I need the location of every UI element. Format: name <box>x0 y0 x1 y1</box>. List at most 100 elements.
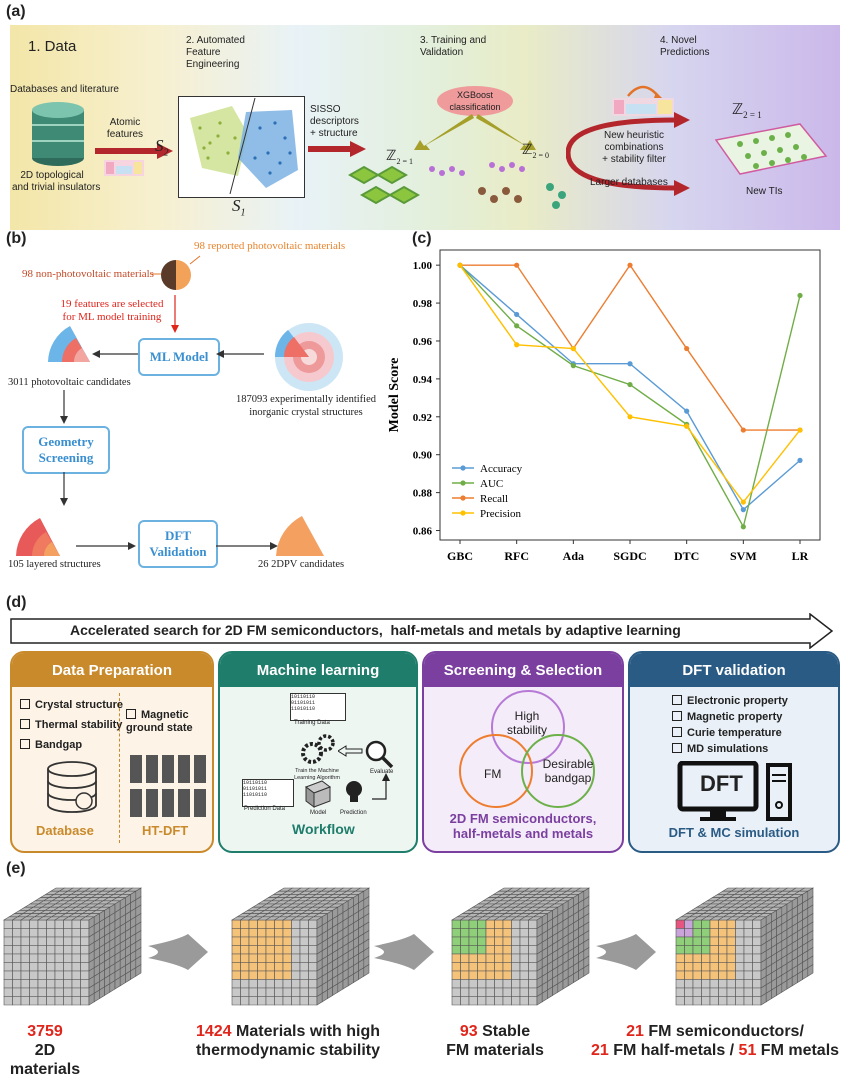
data-point-precision <box>514 342 520 348</box>
database-cylinder-icon <box>32 102 84 166</box>
cube-stage4-front-cell <box>692 945 702 955</box>
cube-stage4-front-cell <box>752 945 762 955</box>
cube-stage1-front-cell <box>3 936 13 946</box>
data-preparation-box: Data Preparation Crystal structure Therm… <box>10 651 214 853</box>
arrow-down-layered-icon <box>60 472 68 506</box>
cube-stage3-front-cell <box>511 919 521 929</box>
cube-stage3-front-cell <box>485 970 495 980</box>
cube-stage4-front-cell <box>701 936 711 946</box>
cube-stage3-front-cell <box>511 987 521 997</box>
cube-stage4-front-cell <box>726 987 736 997</box>
cube-stage1-front-cell <box>63 979 73 989</box>
cube-stage4-front-cell <box>709 979 719 989</box>
cube-stage4-front-cell <box>692 936 702 946</box>
cube-stage2-front-cell <box>265 996 275 1006</box>
cube-stage1-front-cell <box>20 936 30 946</box>
legend-marker-accuracy <box>460 465 466 471</box>
arrow-dft-to-dpv-icon <box>216 542 278 550</box>
cube-stage4-front-cell <box>743 945 753 955</box>
new-tis-label: New TIs <box>746 186 783 197</box>
legend-label-accuracy: Accuracy <box>480 463 523 475</box>
cube-stage3-front-cell <box>451 945 461 955</box>
xgboost-split-arrows-icon <box>414 114 536 150</box>
step2-label: 2. Automated Feature Engineering <box>186 35 245 70</box>
cube-stage4-front-cell <box>735 928 745 938</box>
cube-stage1-front-cell <box>37 979 47 989</box>
atomic-features-label: Atomic features <box>106 117 144 140</box>
arrow-crystals-to-ml-icon <box>216 350 264 358</box>
cube-stage1-side-cell <box>135 963 142 977</box>
cube-stage2-front-cell <box>265 979 275 989</box>
cube-stage3-front-cell <box>468 928 478 938</box>
cube-stage2-front-cell <box>308 945 318 955</box>
y-tick-label: 0.98 <box>413 298 433 310</box>
cube-stage1-front-cell <box>12 919 22 929</box>
evaluate-magnifier-icon <box>365 740 394 769</box>
server-racks-icon <box>130 755 206 817</box>
cube-stage1-front-cell <box>63 987 73 997</box>
cube-stage2-front-cell <box>240 953 250 963</box>
item-thermal-stability: Thermal stability <box>20 719 122 731</box>
data-point-auc <box>570 363 576 369</box>
cube-stage4-front-cell <box>684 919 694 929</box>
data-preparation-title: Data Preparation <box>12 653 212 687</box>
cube-stage3-front-cell <box>511 970 521 980</box>
cube-stage4-front-cell <box>684 987 694 997</box>
cube-stage3-front-cell <box>528 928 538 938</box>
cube-stage2-front-cell <box>299 962 309 972</box>
cube-stage3-front-cell <box>460 962 470 972</box>
cube-stage2-front-cell <box>257 936 267 946</box>
legend-marker-precision <box>460 510 466 516</box>
cube-stage2-front-cell <box>240 970 250 980</box>
monitor-dft-text: DFT <box>700 771 743 796</box>
cube-stage3-front-cell <box>528 979 538 989</box>
cube-stage2-front-cell <box>274 987 284 997</box>
dpv-label: 26 2DPV candidates <box>258 559 345 570</box>
cube-stage1-front-cell <box>71 953 81 963</box>
stage3-count: 93 <box>459 1023 478 1040</box>
cube-stage3-front-cell <box>485 928 495 938</box>
cube-stage3-front-cell <box>477 919 487 929</box>
candidates-fan-icon <box>48 326 90 362</box>
cube-stage3-front-cell <box>528 919 538 929</box>
cube-stage3-front-cell <box>468 945 478 955</box>
feature-space-scatter-icon <box>190 98 298 194</box>
ml-model-box: ML Model <box>138 338 220 376</box>
cube-stage1-front-cell <box>37 919 47 929</box>
data-point-accuracy <box>514 311 520 318</box>
heuristic-label: New heuristic combinations + stability f… <box>602 130 666 165</box>
cube-stage4-front-cell <box>701 970 711 980</box>
cube-stage2-front-cell <box>257 987 267 997</box>
cube-stage4-front-cell <box>718 970 728 980</box>
cube-stage3-front-cell <box>519 936 529 946</box>
cube-stage4-front-cell <box>718 996 728 1006</box>
cube-stage3-side-cell <box>583 963 590 977</box>
cube-stage4-front-cell <box>743 987 753 997</box>
cube-stage3-front-cell <box>519 979 529 989</box>
step3-label: 3. Training and Validation <box>420 35 487 58</box>
cube-stage3-front-cell <box>519 919 529 929</box>
cube-stage1-front-cell <box>3 996 13 1006</box>
stage1-count: 3759 <box>27 1023 63 1040</box>
cube-stage4-front-cell <box>675 919 685 929</box>
screening-selection-box: Screening & Selection High stability FM … <box>422 651 624 853</box>
cube-stage3-front-cell <box>511 936 521 946</box>
cube-stage1-front-cell <box>29 962 39 972</box>
cube-stage1-front-cell <box>80 962 90 972</box>
cube-stage3-front-cell <box>451 919 461 929</box>
cube-stage1-front-cell <box>46 945 56 955</box>
cube-stage3-front-cell <box>477 928 487 938</box>
cube-stage2-side-cell <box>363 963 370 977</box>
cube-stage1-front-cell <box>12 962 22 972</box>
prediction-bulb-icon <box>346 781 362 802</box>
cube-stage2-front-cell <box>299 945 309 955</box>
cube-stage2-front-cell <box>274 928 284 938</box>
banner-text: Accelerated search for 2D FM semiconduct… <box>70 622 681 638</box>
cube-stage4-front-cell <box>709 970 719 980</box>
cube-stage1-front-cell <box>63 919 73 929</box>
cube-stage3-front-cell <box>502 953 512 963</box>
cube-stage3-front-cell <box>460 928 470 938</box>
panel-label-a: (a) <box>6 3 26 20</box>
